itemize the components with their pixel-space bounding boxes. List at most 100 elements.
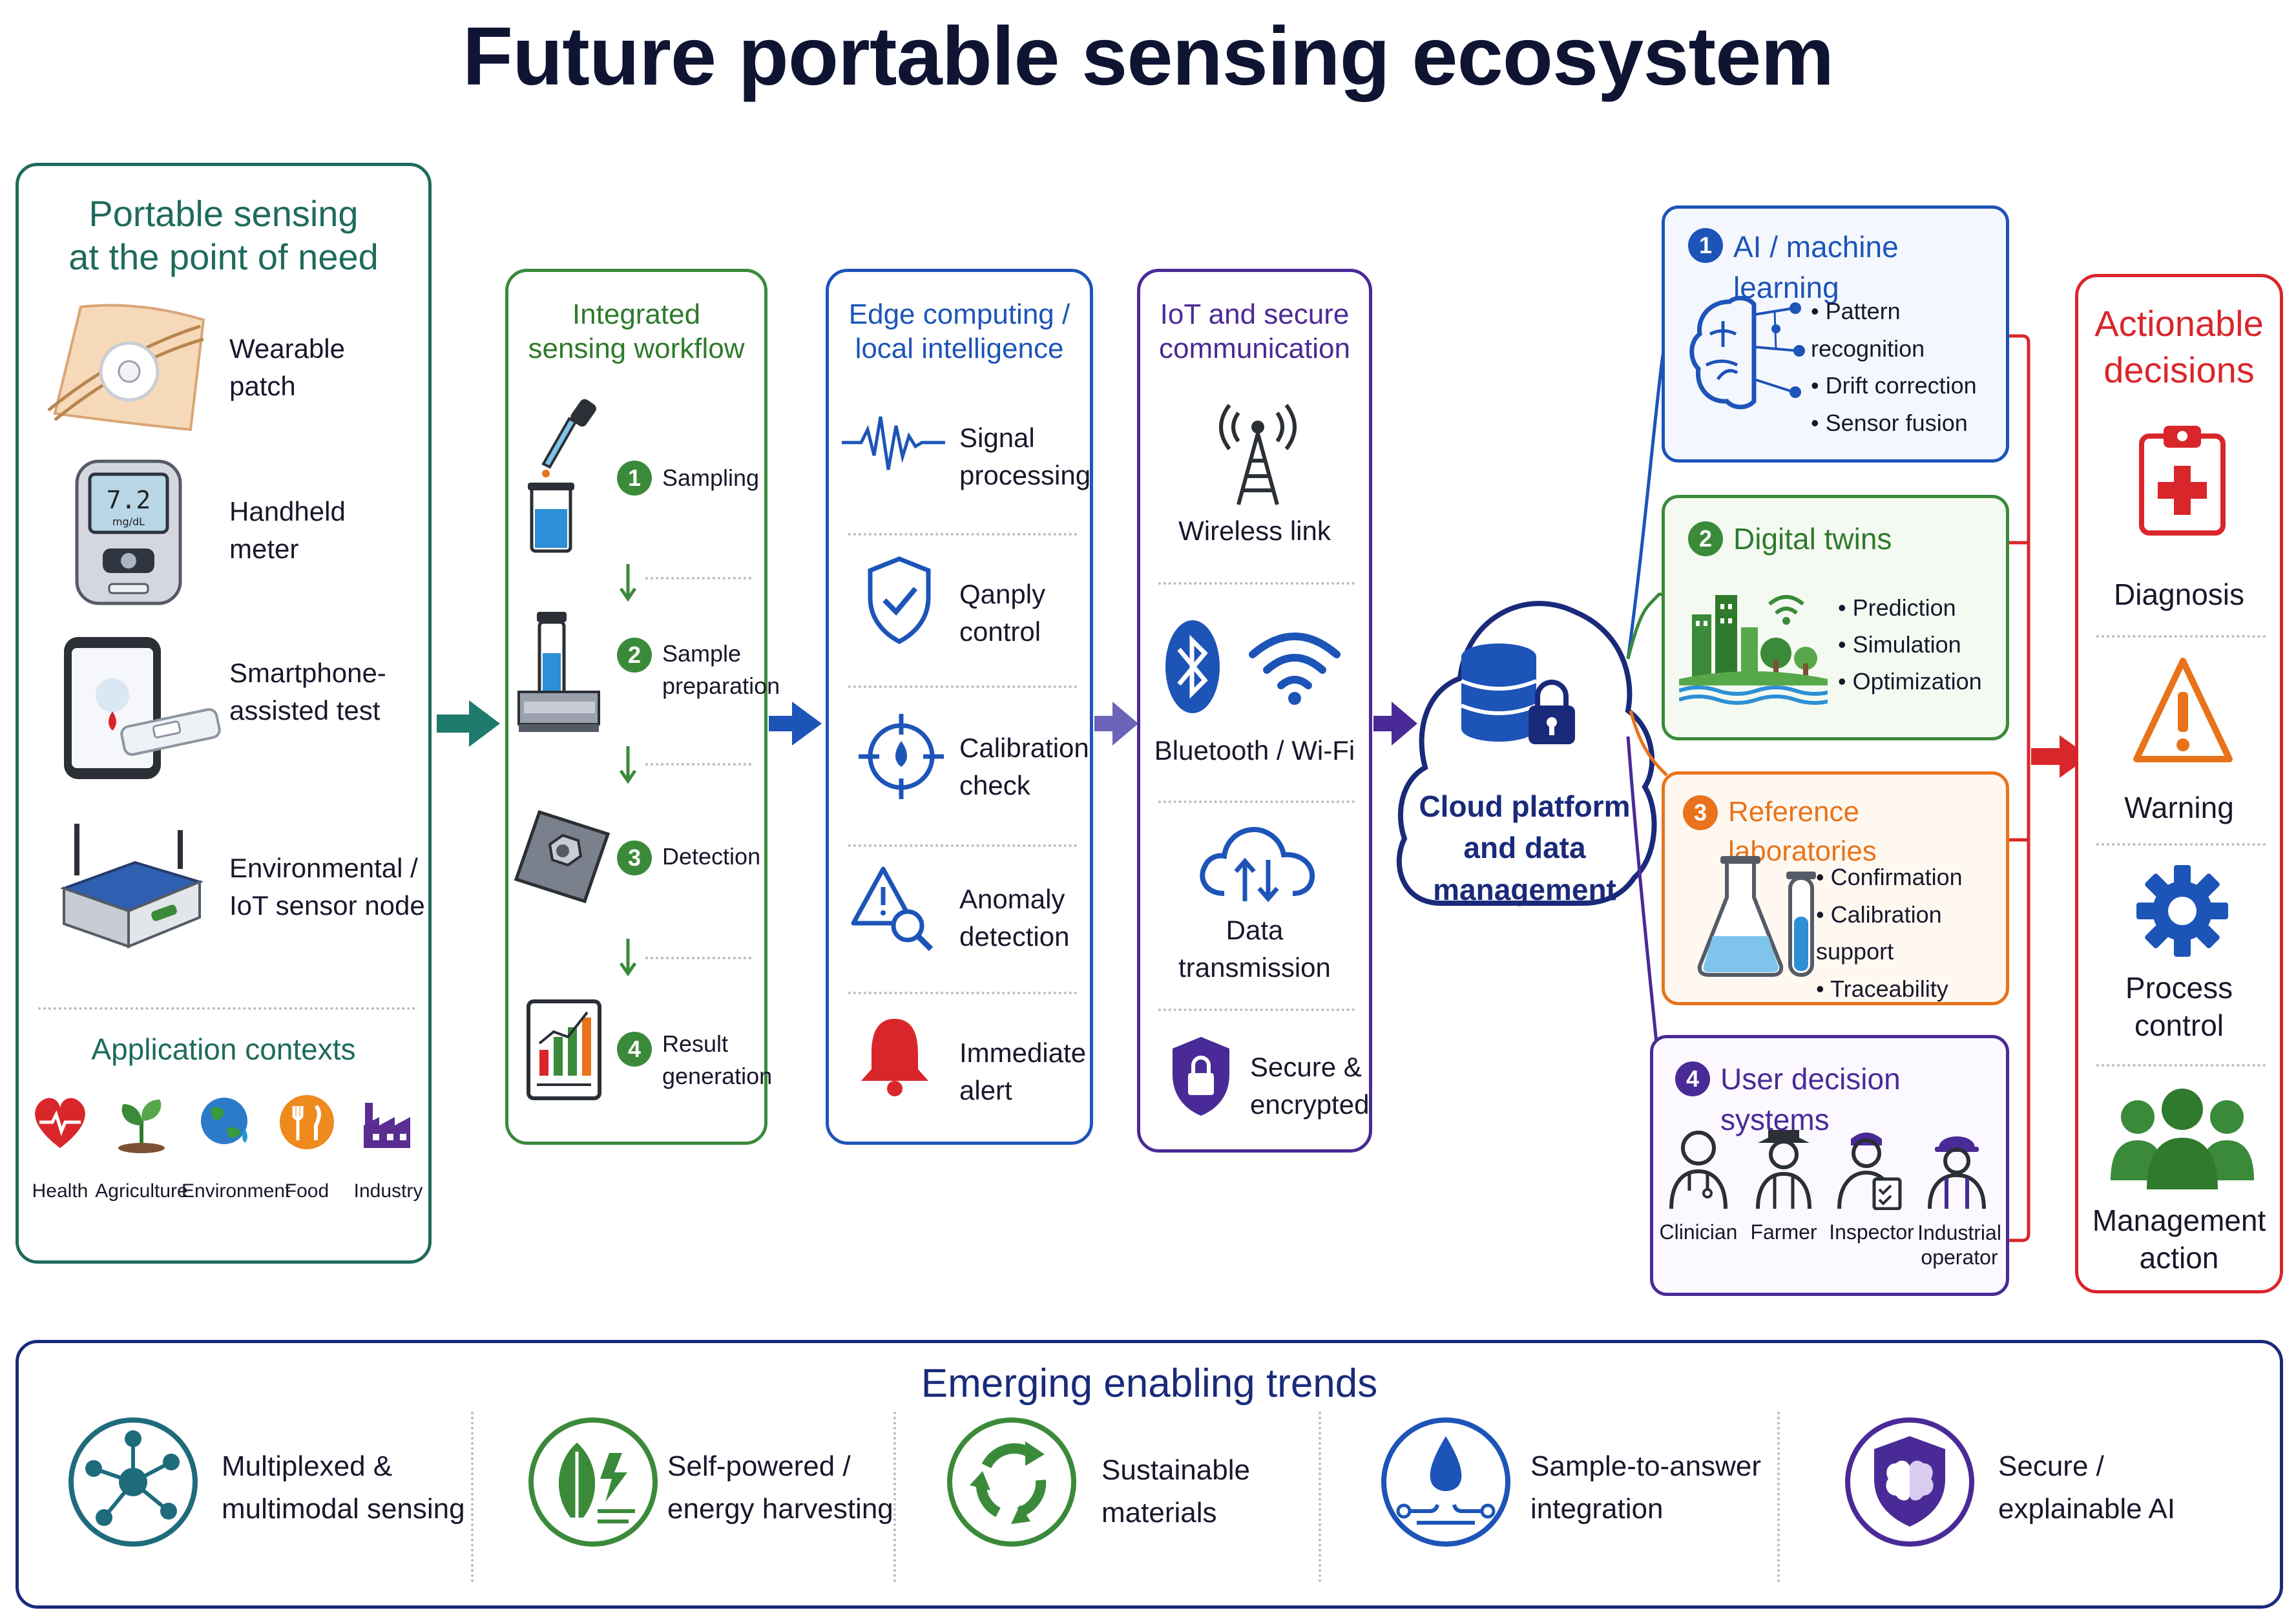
health-icon	[28, 1090, 92, 1154]
context-label-agriculture: Agriculture	[95, 1180, 188, 1202]
flow-arrow-icon	[437, 698, 501, 749]
divider	[645, 957, 751, 959]
smartphone-test-icon	[51, 634, 225, 782]
management-team-icon	[2108, 1083, 2257, 1193]
step-number-badge: 2	[617, 638, 652, 673]
divider	[471, 1412, 474, 1582]
branch-number-badge: 2	[1688, 521, 1723, 556]
branch-title-reference-labs: Reference laboratories	[1728, 796, 1877, 867]
edge-computing-panel: Edge computing /local intelligence Signa…	[826, 269, 1093, 1145]
environment-icon	[194, 1090, 259, 1154]
branch-number-badge: 1	[1688, 228, 1723, 263]
flow-arrow-icon	[769, 698, 823, 749]
antenna-tower-icon	[1213, 399, 1303, 508]
sample-prep-icon	[515, 608, 605, 737]
wearable-patch-icon	[42, 300, 210, 436]
divider	[2096, 1064, 2266, 1067]
divider	[848, 533, 1077, 536]
portable-sensing-panel: Portable sensing at the point of need We…	[16, 163, 432, 1264]
context-label-food: Food	[284, 1180, 329, 1202]
branch-title-user-decision: User decision systems	[1720, 1062, 1901, 1137]
step-number-badge: 3	[617, 841, 652, 875]
application-contexts-title: Application contexts	[91, 1032, 356, 1066]
arrow-down-icon	[618, 564, 638, 603]
agriculture-icon	[109, 1090, 174, 1154]
divider	[1158, 800, 1355, 803]
reference-labs-bullets: • Confirmation • Calibration support • T…	[1816, 864, 1963, 1002]
portable-panel-title: Portable sensing at the point of need	[68, 193, 379, 278]
trend-label-self-powered: Self-powered /energy harvesting	[667, 1450, 893, 1525]
divider	[893, 1412, 896, 1582]
inspector-icon	[1834, 1126, 1905, 1210]
brain-network-icon	[1684, 289, 1807, 418]
divider	[848, 844, 1077, 847]
divider	[2096, 843, 2266, 846]
user-label-clinician: Clinician	[1659, 1220, 1738, 1244]
reference-laboratories-box: 3 Reference laboratories • Confirmation …	[1662, 771, 2009, 1005]
divider	[1319, 1412, 1321, 1582]
warning-icon	[2131, 656, 2235, 772]
iot-label-wireless-link: Wireless link	[1178, 516, 1331, 546]
iot-sensor-node-icon	[51, 817, 213, 953]
divider	[2096, 635, 2266, 638]
lab-flask-icon	[1695, 852, 1824, 981]
wifi-icon	[1246, 622, 1343, 706]
context-label-health: Health	[32, 1180, 89, 1202]
trend-label-secure-ai: Secure /explainable AI	[1998, 1450, 2175, 1525]
device-label-smartphone: Smartphone-assisted test	[229, 658, 386, 726]
anomaly-magnifier-icon	[851, 864, 941, 954]
signal-waveform-icon	[842, 410, 945, 475]
iot-label-secure-encrypted: Secure &encrypted	[1250, 1052, 1370, 1120]
digital-twin-city-icon	[1679, 582, 1828, 705]
branch-number-badge: 3	[1683, 795, 1718, 830]
edge-panel-title: Edge computing /local intelligence	[848, 298, 1070, 364]
secure-ai-brain-icon	[1842, 1414, 1978, 1550]
gear-icon	[2134, 862, 2231, 959]
branch-title-digital-twins: Digital twins	[1733, 522, 1892, 556]
digital-twins-bullets: • Prediction • Simulation • Optimization	[1838, 594, 1982, 695]
user-label-farmer: Farmer	[1750, 1220, 1817, 1244]
device-label-iot-node: Environmental /IoT sensor node	[229, 853, 425, 921]
divider	[1158, 582, 1355, 585]
diagnosis-clipboard-icon	[2134, 421, 2231, 537]
shield-check-icon	[864, 555, 935, 645]
flow-arrow-icon	[1094, 699, 1140, 748]
energy-harvesting-icon	[525, 1414, 661, 1550]
handheld-meter-icon: 7.2 mg/dL	[64, 458, 193, 607]
meter-value: 7.2	[107, 486, 151, 514]
decision-connector	[2009, 329, 2093, 1247]
page-title: Future portable sensing ecosystem	[462, 10, 1834, 103]
arrow-down-icon	[618, 939, 638, 977]
divider	[645, 577, 751, 580]
divider	[38, 1007, 415, 1010]
user-label-inspector: Inspector	[1829, 1220, 1914, 1244]
step-number-badge: 1	[617, 461, 652, 496]
farmer-icon	[1751, 1126, 1816, 1210]
user-decision-systems-box: 4 User decision systems Clinician Farmer…	[1650, 1035, 2009, 1296]
ai-machine-learning-box: 1 AI / machine learning • Pattern recogn…	[1662, 205, 2009, 463]
detection-chip-icon	[514, 808, 611, 905]
recycle-icon	[944, 1414, 1080, 1550]
bluetooth-icon	[1164, 618, 1222, 715]
step-label-sampling: Sampling	[662, 465, 760, 491]
context-label-industry: Industry	[353, 1180, 423, 1202]
industrial-operator-icon	[1925, 1126, 1989, 1210]
arrow-down-icon	[618, 746, 638, 785]
sample-to-answer-icon	[1378, 1414, 1514, 1550]
industry-icon	[357, 1090, 422, 1154]
calibration-target-icon	[856, 711, 946, 802]
